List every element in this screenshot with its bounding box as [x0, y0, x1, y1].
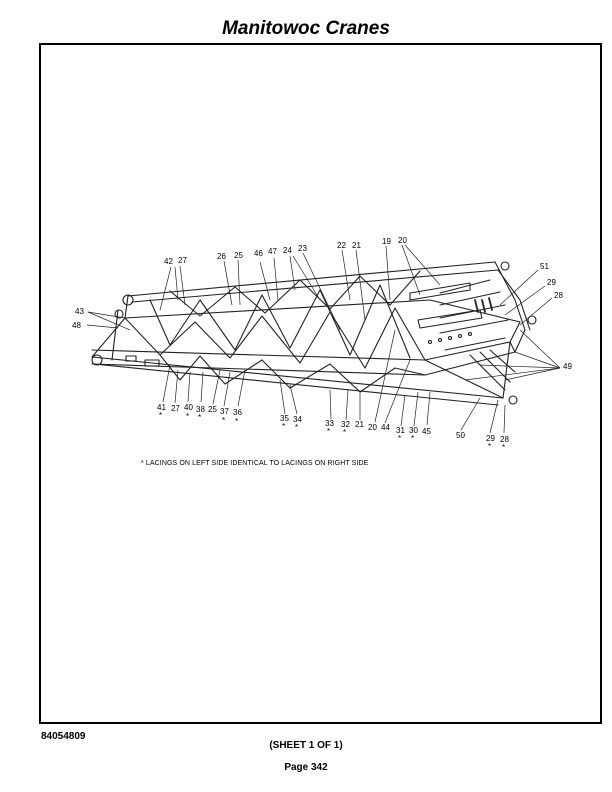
callout-21: 21 [352, 241, 361, 250]
callout-33: 33 [325, 419, 334, 428]
page-title: Manitowoc Cranes [222, 18, 390, 39]
callout-22: 22 [337, 241, 346, 250]
callout-25b: 25 [208, 405, 217, 414]
callout-30: 30 [409, 426, 418, 435]
drawing-frame [39, 43, 602, 724]
document-number: 84054809 [41, 731, 86, 742]
callout-29b: 29 [486, 434, 495, 443]
asterisk-31: * [398, 434, 402, 443]
callout-32: 32 [341, 420, 350, 429]
asterisk-40: * [186, 412, 190, 421]
callout-24: 24 [283, 246, 292, 255]
callout-28b: 28 [500, 435, 509, 444]
callout-44: 44 [381, 423, 390, 432]
callout-45: 45 [422, 427, 431, 436]
callout-43: 43 [75, 307, 84, 316]
callout-42: 42 [164, 257, 173, 266]
callout-25: 25 [234, 251, 243, 260]
callout-35: 35 [280, 414, 289, 423]
callout-36: 36 [233, 408, 242, 417]
asterisk-41: * [159, 411, 163, 420]
asterisk-28b: * [502, 443, 506, 452]
callout-50: 50 [456, 431, 465, 440]
callout-47: 47 [268, 247, 277, 256]
asterisk-34: * [295, 423, 299, 432]
callout-27: 27 [178, 256, 187, 265]
callout-31: 31 [396, 426, 405, 435]
callout-34: 34 [293, 415, 302, 424]
callout-29: 29 [547, 278, 556, 287]
asterisk-32: * [343, 428, 347, 437]
asterisk-33: * [327, 427, 331, 436]
callout-51: 51 [540, 262, 549, 271]
asterisk-29b: * [488, 442, 492, 451]
callout-40: 40 [184, 403, 193, 412]
lacing-note: * LACINGS ON LEFT SIDE IDENTICAL TO LACI… [141, 460, 369, 467]
callout-20: 20 [398, 236, 407, 245]
callout-48: 48 [72, 321, 81, 330]
callout-27b: 27 [171, 404, 180, 413]
asterisk-38: * [198, 413, 202, 422]
callout-38: 38 [196, 405, 205, 414]
callout-23: 23 [298, 244, 307, 253]
callout-41: 41 [157, 403, 166, 412]
callout-28: 28 [554, 291, 563, 300]
callout-26: 26 [217, 252, 226, 261]
asterisk-35: * [282, 422, 286, 431]
page-number: Page 342 [284, 762, 328, 773]
callout-46: 46 [254, 249, 263, 258]
callout-49: 49 [563, 362, 572, 371]
asterisk-36: * [235, 417, 239, 426]
asterisk-30: * [411, 434, 415, 443]
sheet-label: (SHEET 1 OF 1) [269, 740, 343, 751]
callout-37: 37 [220, 407, 229, 416]
callout-19: 19 [382, 237, 391, 246]
callout-20b: 20 [368, 423, 377, 432]
asterisk-37: * [222, 416, 226, 425]
callout-21b: 21 [355, 420, 364, 429]
